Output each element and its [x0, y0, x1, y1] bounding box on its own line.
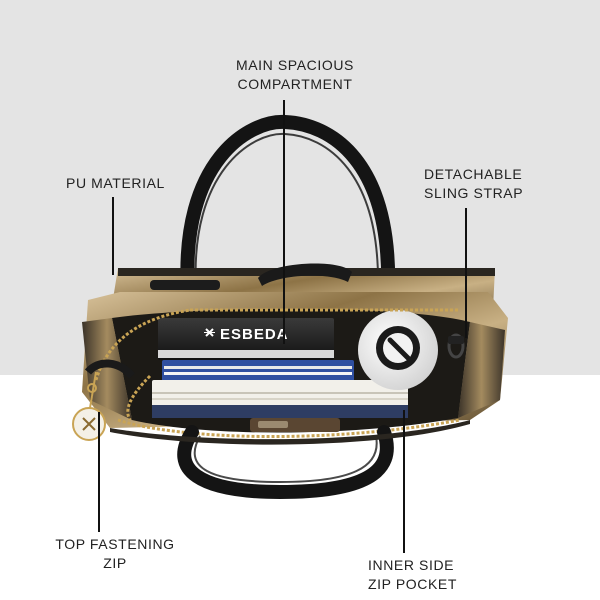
front-zip — [94, 308, 460, 381]
leader-top-zip — [98, 412, 100, 532]
book-black — [158, 318, 334, 360]
callout-pu-material-line1: PU MATERIAL — [66, 175, 165, 191]
leader-pu-material — [112, 197, 114, 275]
callout-inner-pocket-line2: ZIP POCKET — [368, 576, 457, 592]
sling-ring — [447, 333, 465, 359]
callout-top-zip-line1: TOP FASTENING — [55, 536, 175, 552]
callout-pu-material: PU MATERIAL — [66, 174, 186, 193]
callout-inner-pocket: INNER SIDE ZIP POCKET — [368, 556, 498, 594]
callout-main-compartment: MAIN SPACIOUS COMPARTMENT — [220, 56, 370, 94]
leader-main-compartment — [283, 100, 285, 344]
callout-sling-strap: DETACHABLE SLING STRAP — [424, 165, 554, 203]
callout-top-zip: TOP FASTENING ZIP — [50, 535, 180, 573]
back-handle — [180, 114, 396, 299]
callout-top-zip-line2: ZIP — [103, 555, 127, 571]
zip-charm-icon — [72, 371, 106, 441]
callout-sling-strap-line2: SLING STRAP — [424, 185, 524, 201]
esbeda-logo-icon — [204, 328, 215, 337]
leader-inner-pocket — [403, 410, 405, 553]
leader-sling-strap — [465, 208, 467, 338]
callout-sling-strap-line1: DETACHABLE — [424, 166, 523, 182]
front-handle — [177, 425, 394, 500]
callout-main-compartment-line1: MAIN SPACIOUS — [235, 57, 354, 73]
book-brand-text: ESBEDA — [220, 326, 289, 343]
callout-inner-pocket-line1: INNER SIDE — [368, 557, 455, 573]
book-blue — [162, 360, 354, 382]
callout-main-compartment-line2: COMPARTMENT — [237, 76, 353, 92]
